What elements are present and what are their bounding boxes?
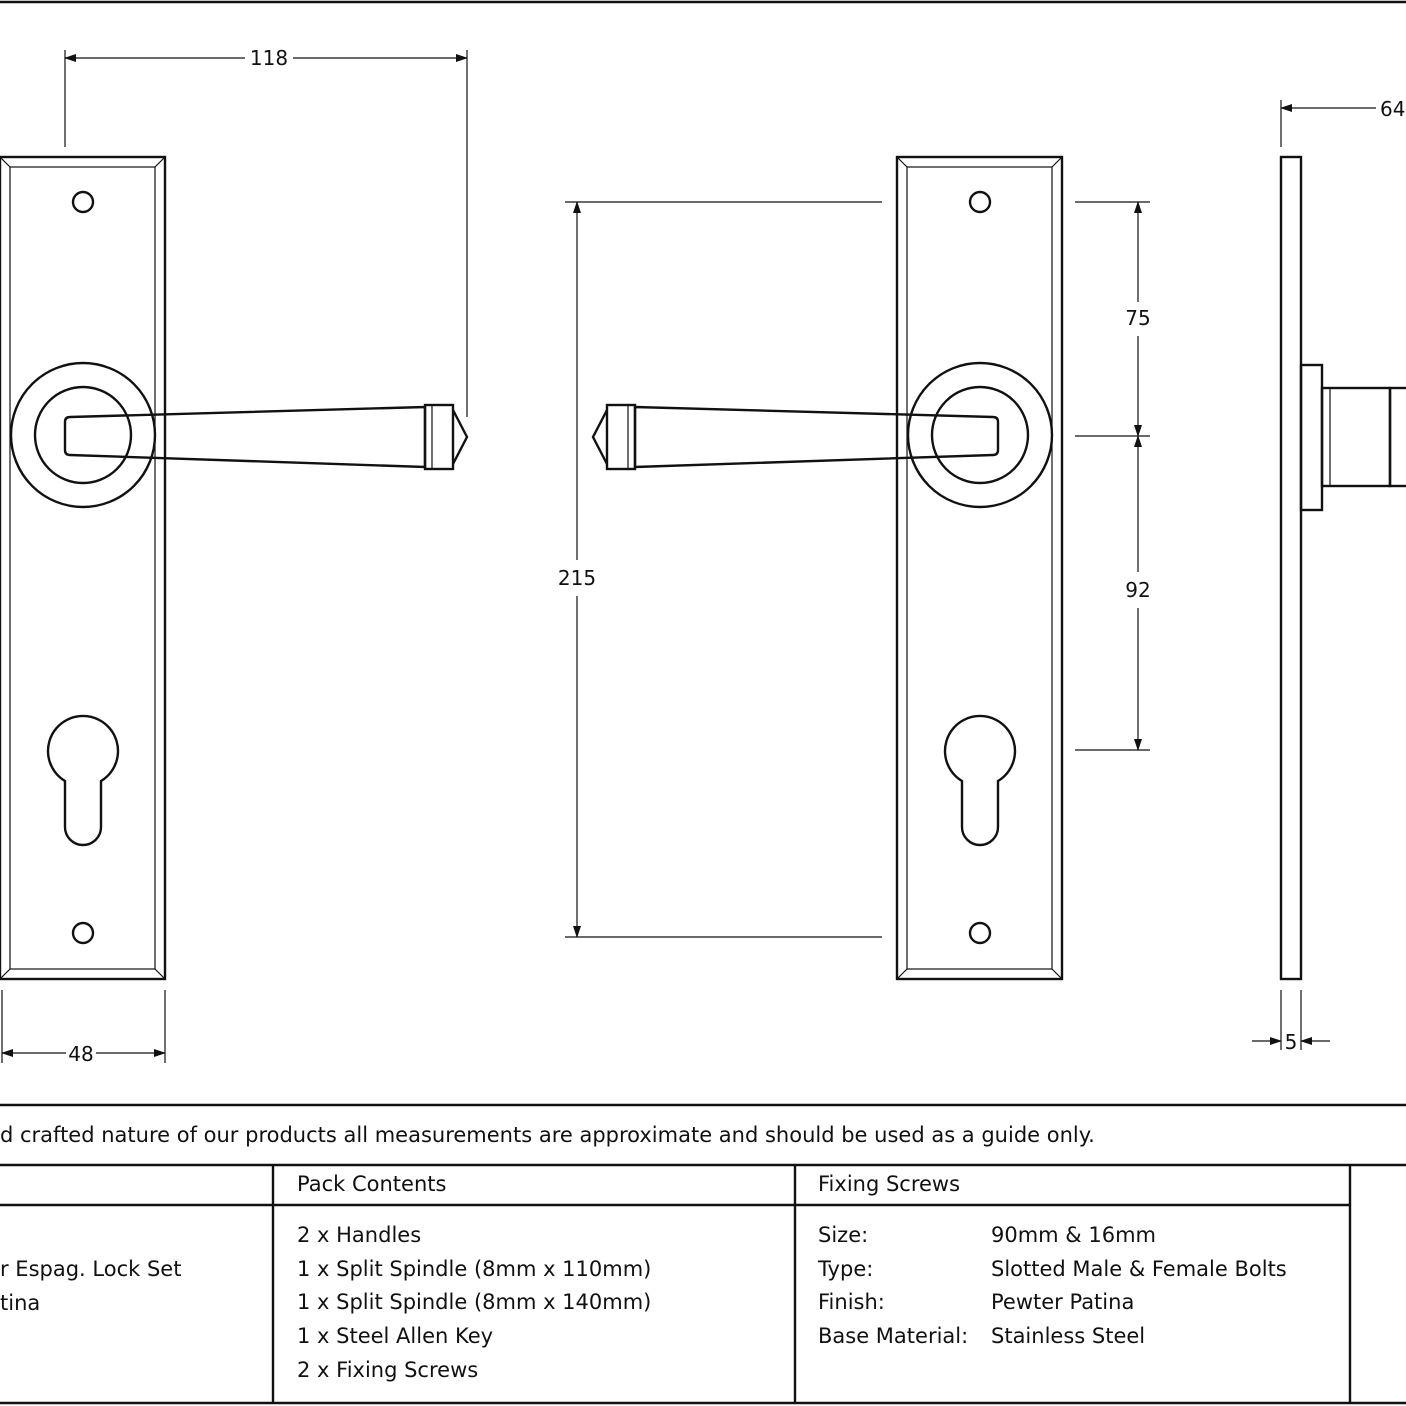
rose xyxy=(9,361,157,509)
dim-48: 48 xyxy=(68,1042,93,1066)
dim-92: 92 xyxy=(1125,578,1150,602)
pack-item: 1 x Steel Allen Key xyxy=(297,1324,493,1348)
spec-value: 90mm & 16mm xyxy=(991,1223,1156,1247)
lever-collar xyxy=(423,403,455,471)
product-name-line: r Espag. Lock Set xyxy=(0,1257,181,1281)
screw-hole-bottom xyxy=(71,921,95,945)
screw-hole-top xyxy=(71,190,95,214)
lever-tip xyxy=(451,409,469,465)
product-finish-line: tina xyxy=(0,1291,40,1315)
backplate xyxy=(0,155,167,981)
spec-label: Size: xyxy=(818,1223,868,1247)
spec-label: Base Material: xyxy=(818,1324,968,1348)
spec-label: Type: xyxy=(817,1257,873,1281)
disclaimer-note: d crafted nature of our products all mea… xyxy=(0,1123,1095,1147)
spec-table xyxy=(0,1163,1406,1405)
dim-75: 75 xyxy=(1125,306,1150,330)
dim-64: 64 xyxy=(1380,97,1405,121)
pack-item: 2 x Fixing Screws xyxy=(297,1358,478,1382)
backplate-bevel xyxy=(9,166,156,970)
front-view-right xyxy=(591,155,1064,981)
spec-value: Stainless Steel xyxy=(991,1324,1145,1348)
lever xyxy=(63,405,427,469)
euro-keyhole xyxy=(46,714,120,847)
pack-item: 1 x Split Spindle (8mm x 110mm) xyxy=(297,1257,651,1281)
pack-item: 2 x Handles xyxy=(297,1223,421,1247)
fixing-screws-header: Fixing Screws xyxy=(818,1172,960,1196)
side-view xyxy=(1279,155,1406,981)
dim-118: 118 xyxy=(250,46,288,70)
spec-value: Slotted Male & Female Bolts xyxy=(991,1257,1287,1281)
front-view-left xyxy=(0,155,469,981)
spec-value: Pewter Patina xyxy=(991,1290,1134,1314)
pack-item: 1 x Split Spindle (8mm x 140mm) xyxy=(297,1290,651,1314)
pack-contents-header: Pack Contents xyxy=(297,1172,446,1196)
rose-inner xyxy=(33,385,133,485)
dim-215: 215 xyxy=(558,566,596,590)
dimension-lines xyxy=(1,50,1376,1063)
spec-label: Finish: xyxy=(818,1290,885,1314)
dim-5: 5 xyxy=(1285,1030,1298,1054)
